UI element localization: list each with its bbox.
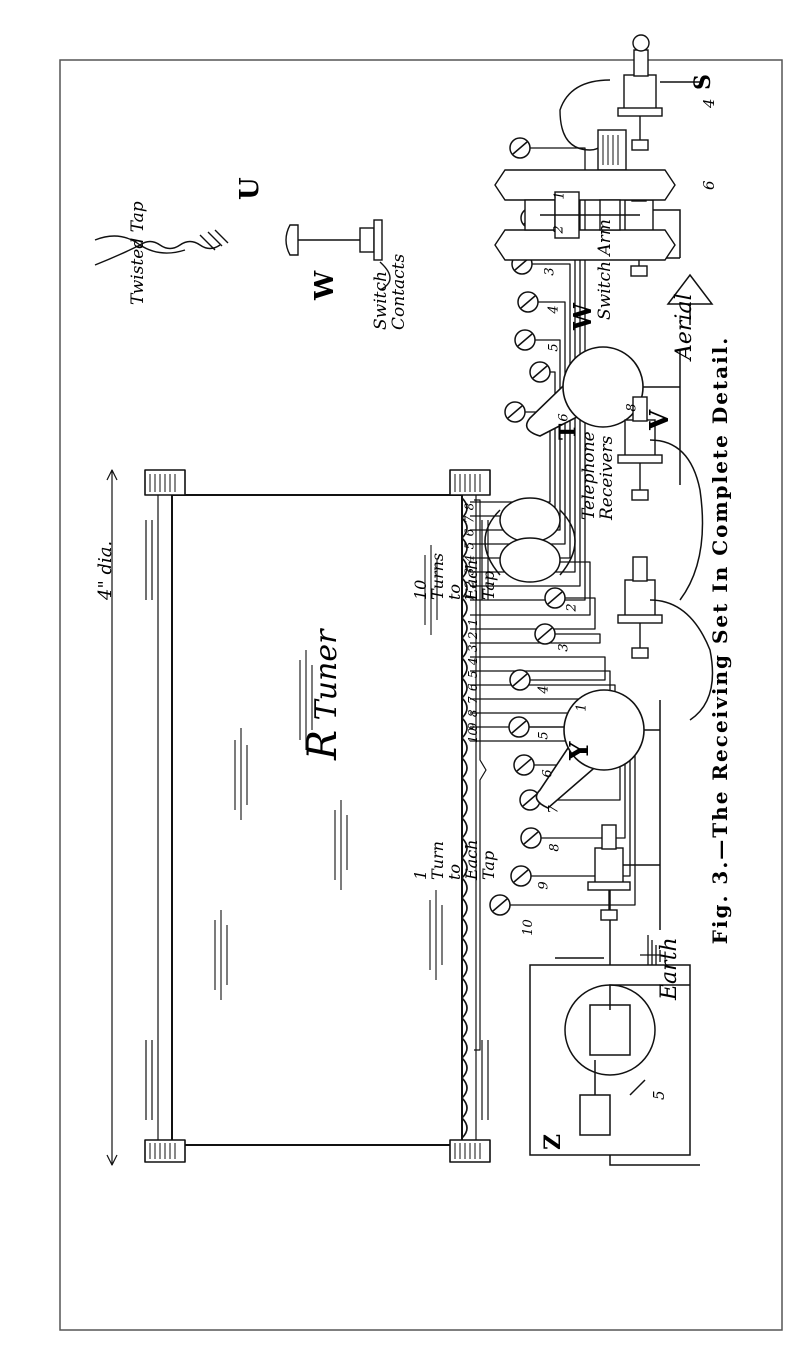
letter-u: U — [235, 177, 265, 200]
stud-number: 3 — [556, 643, 572, 652]
stud — [508, 716, 530, 738]
letter-v: V — [645, 409, 675, 430]
page-frame — [59, 59, 783, 1331]
aerial-label: Aerial — [672, 293, 697, 360]
letter-s: S — [690, 74, 716, 90]
tuner-letter: R — [300, 729, 346, 760]
switch-arm-detail — [494, 169, 676, 261]
earth-post — [587, 824, 631, 921]
letter-w: W — [568, 303, 597, 330]
letter-w-detail: W — [310, 270, 340, 300]
tens-note-line: to — [445, 583, 464, 600]
caption: Fig. 3.—The Receiving Set In Complete De… — [708, 335, 732, 945]
stud — [513, 754, 535, 776]
stud-number: 4 — [546, 305, 562, 314]
tap-number: 2 — [462, 580, 477, 589]
number-6: 6 — [700, 180, 718, 190]
stud-number: 2 — [551, 225, 567, 234]
crystal-detector-s — [617, 34, 700, 151]
tap-number: 6 — [462, 528, 477, 537]
tap-number: 8 — [462, 502, 477, 511]
ones-note: 1 Turn to Each Tap — [411, 839, 498, 880]
lower-tap-numbers: 1 2 3 4 5 6 7 8 9 10 — [466, 612, 481, 744]
stud — [520, 827, 542, 849]
letter-z: Z — [540, 1133, 566, 1150]
stud-number: 5 — [536, 731, 552, 740]
stud-number: 8 — [624, 403, 640, 412]
stud-number: 10 — [520, 919, 536, 936]
stud-number: 6 — [540, 769, 556, 778]
upper-tap-numbers: 8 7 6 5 4 3 2 1 — [462, 500, 477, 604]
tens-note-line: Turns — [428, 552, 447, 600]
stud-number: 2 — [564, 603, 580, 612]
stud — [509, 137, 531, 159]
tap-number: 4 — [462, 554, 477, 563]
stud — [544, 587, 566, 609]
diameter-dimension — [106, 469, 118, 1166]
ones-note-line: Tap — [479, 850, 498, 880]
twisted-tap-detail — [94, 229, 229, 266]
tens-note-line: Tap — [479, 570, 498, 600]
ones-note-line: Turn — [428, 841, 447, 880]
stud-number: 1 — [574, 703, 590, 712]
telephone-receivers — [484, 439, 714, 721]
tens-note-line: 10 — [411, 579, 430, 600]
stud-number: 3 — [542, 267, 558, 276]
tuner-word: Tuner — [309, 629, 344, 721]
stud-number: 1 — [552, 191, 568, 200]
switch-arm-v — [525, 346, 644, 437]
tap-number: 7 — [462, 515, 477, 524]
cat-whisker — [559, 79, 627, 171]
tuner-label: R Tuner — [300, 630, 346, 760]
earth-label: Earth — [657, 937, 682, 1000]
switch-arm-label: Switch Arm — [595, 219, 615, 320]
tuner — [144, 469, 491, 1163]
stud-number: 8 — [547, 843, 563, 852]
aerial-symbol — [666, 273, 714, 325]
number-4: 4 — [700, 98, 718, 108]
letter-y: Y — [565, 741, 595, 760]
twisted-tap-label: Twisted Tap — [128, 201, 148, 305]
stud — [504, 401, 526, 423]
switch-arm-y — [535, 689, 645, 809]
stud — [489, 894, 511, 916]
ones-note-line: 1 — [411, 869, 430, 880]
stud — [534, 623, 556, 645]
ones-note-line: to — [445, 863, 464, 880]
stud — [509, 669, 531, 691]
stud-number: 5 — [546, 343, 562, 352]
stud — [529, 361, 551, 383]
stud — [517, 291, 539, 313]
stud — [510, 865, 532, 887]
letter-t: T — [555, 423, 581, 440]
tens-note: 10 Turns to Each Tap — [411, 552, 498, 600]
ones-note-line: Each — [462, 839, 481, 880]
buzzer-box-z — [529, 964, 691, 1156]
switch-contacts-detail — [285, 219, 391, 291]
tap-number: 3 — [462, 567, 477, 576]
diameter-label: 4" dia. — [95, 540, 116, 600]
tap-number: 10 — [466, 727, 481, 744]
stud-number: 4 — [536, 685, 552, 694]
stud-number: 6 — [556, 413, 572, 422]
stud-number: 7 — [546, 805, 562, 814]
tap-number: 1 — [462, 593, 477, 602]
tap-number: 5 — [462, 541, 477, 550]
number-5: 5 — [650, 1090, 668, 1100]
stud — [514, 329, 536, 351]
stud-number: 9 — [536, 881, 552, 890]
